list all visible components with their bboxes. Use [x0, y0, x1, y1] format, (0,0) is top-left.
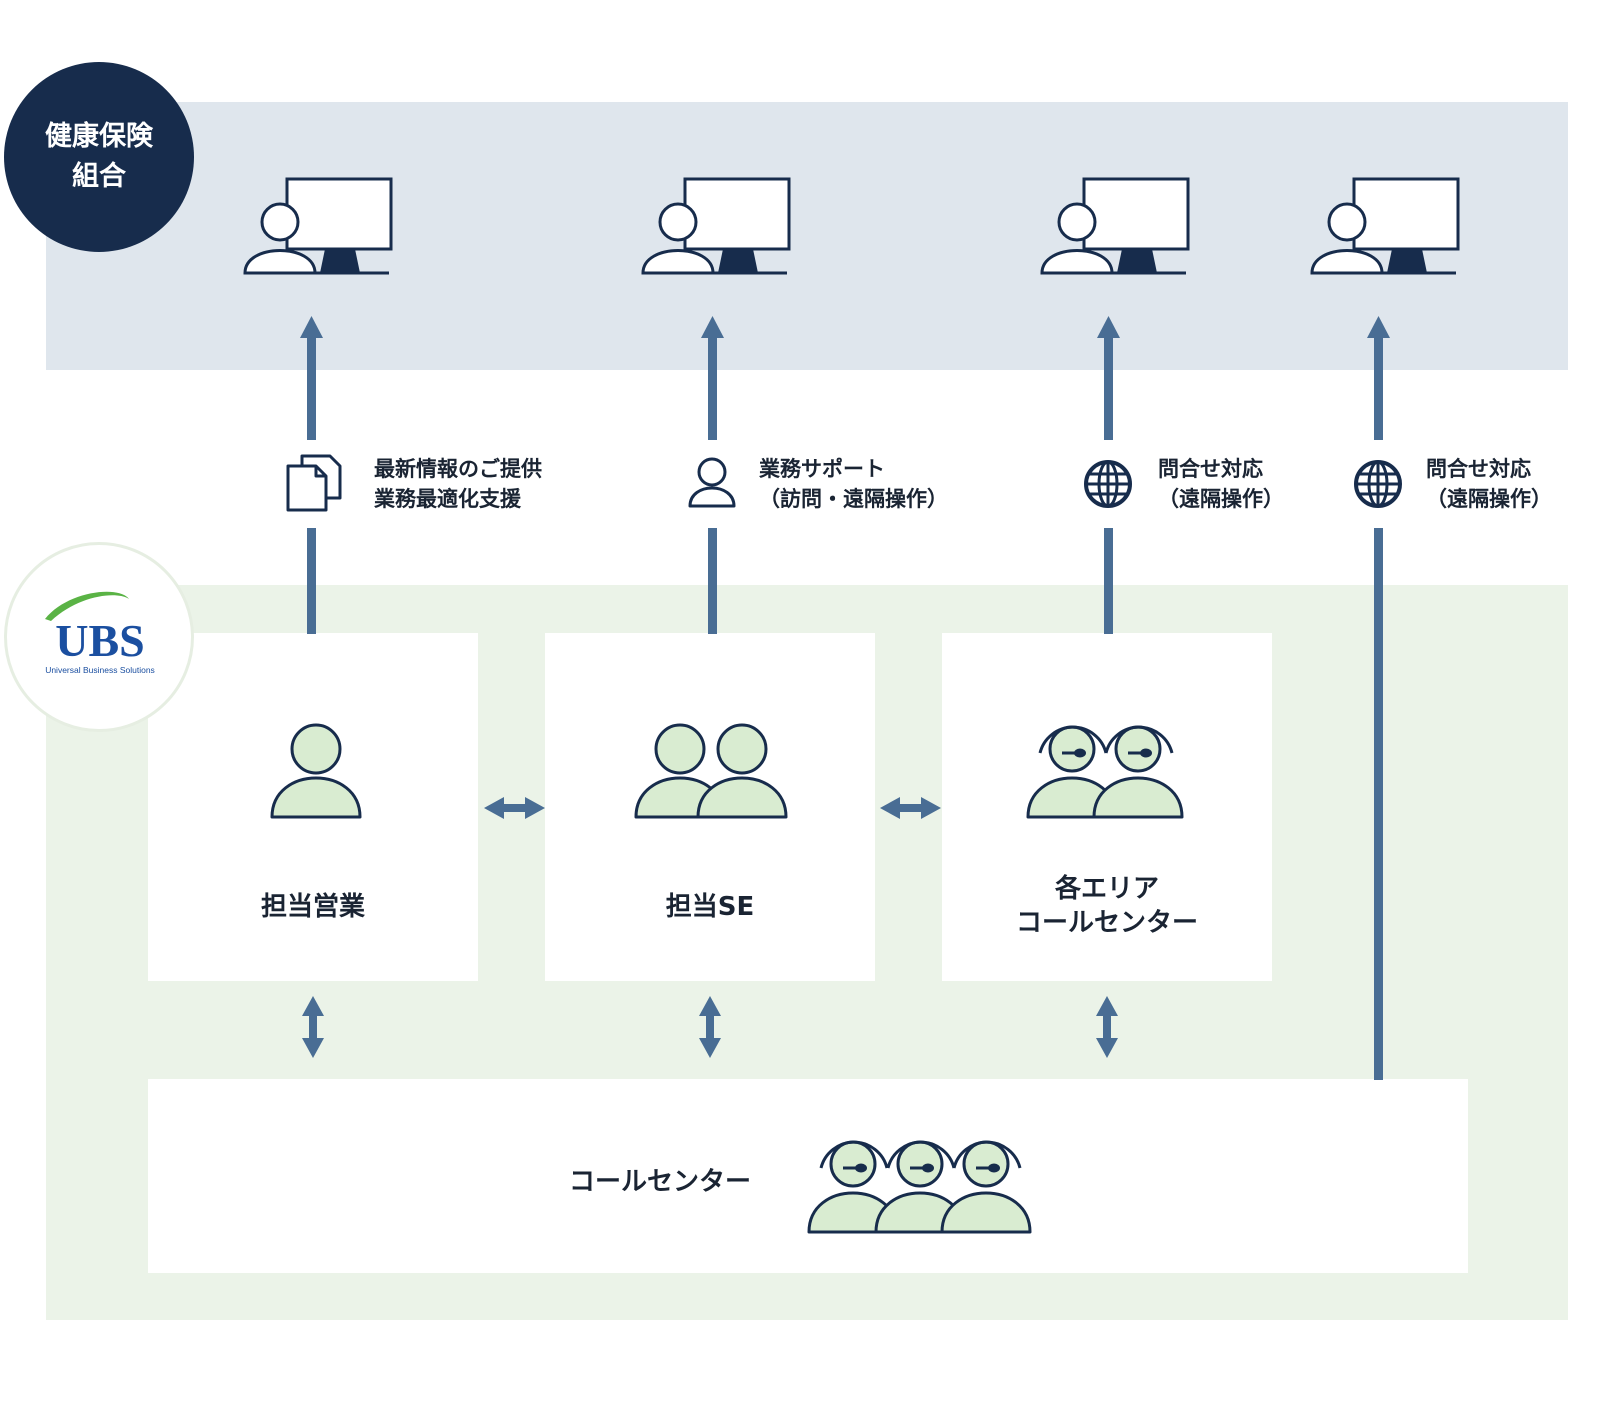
operator-icon [1092, 725, 1184, 819]
globe-icon [1084, 460, 1132, 508]
call-center-box [148, 1079, 1468, 1273]
arrow-line [1104, 330, 1113, 440]
ubs-logo-badge: UBS Universal Business Solutions [4, 542, 194, 732]
arrow-line [1104, 528, 1113, 634]
sales-rep-label: 担当営業 [260, 892, 365, 922]
arrow-line [307, 330, 316, 440]
pc-user-icon [641, 177, 791, 275]
ubs-logo-text: UBS [55, 615, 144, 666]
upward-arrows [300, 316, 1390, 1080]
health-insurance-badge: 健康保険 組合 [4, 62, 194, 252]
inquiry-label-2: 問合せ対応 （遠隔操作） [1426, 457, 1552, 511]
info-support-label: 最新情報のご提供 業務最適化支援 [374, 457, 542, 511]
pc-user-icon [1040, 177, 1190, 275]
pc-user-icon [1310, 177, 1460, 275]
sales-rep-icon [270, 723, 362, 819]
arrow-head [300, 316, 323, 338]
documents-icon [286, 454, 342, 512]
arrow-line [1374, 528, 1383, 1080]
call-center-label: コールセンター [568, 1167, 751, 1197]
arrow-head [1367, 316, 1390, 338]
se-person-icon [696, 723, 788, 819]
arrow-line [708, 528, 717, 634]
ubs-logo-icon: UBS Universal Business Solutions [45, 591, 155, 675]
arrow-head [701, 316, 724, 338]
arrow-line [708, 330, 717, 440]
double-arrows-horizontal [484, 797, 941, 819]
pc-user-icon [243, 177, 393, 275]
inquiry-label-1: 問合せ対応 （遠隔操作） [1158, 457, 1284, 511]
se-label: 担当SE [665, 892, 755, 922]
arrow-line [1374, 330, 1383, 440]
arrow-head [1097, 316, 1120, 338]
globe-icon [1354, 460, 1402, 508]
double-arrows-vertical [302, 996, 1118, 1058]
business-support-label: 業務サポート （訪問・遠隔操作） [759, 457, 948, 511]
operator-icon [940, 1140, 1032, 1234]
person-icon [688, 457, 736, 508]
ubs-logo-tagline: Universal Business Solutions [45, 665, 155, 675]
arrow-line [307, 528, 316, 634]
area-call-center-label: 各エリア コールセンター [1015, 874, 1198, 938]
